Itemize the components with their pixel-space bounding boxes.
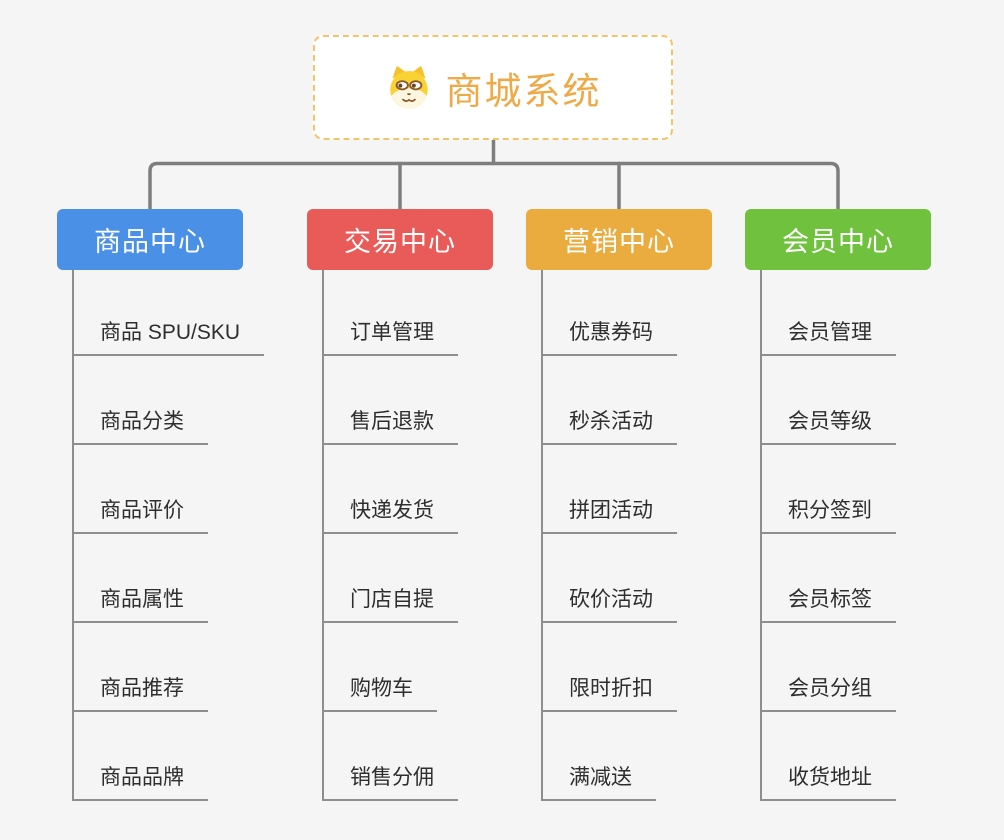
- connector-group: [148, 137, 840, 212]
- children-column-products: 商品 SPU/SKU 商品分类 商品评价 商品属性 商品推荐 商品品牌: [72, 270, 265, 801]
- branch-topic-label: 交易中心: [344, 227, 456, 257]
- children-column-members: 会员管理 会员等级 积分签到 会员标签 会员分组 收货地址: [760, 270, 896, 801]
- branch-topic-marketing[interactable]: 营销中心: [526, 209, 712, 270]
- child-topic[interactable]: 限时折扣: [541, 674, 677, 712]
- child-topic[interactable]: 门店自提: [322, 585, 458, 623]
- child-topic[interactable]: 商品推荐: [72, 674, 208, 712]
- child-topic[interactable]: 优惠券码: [541, 318, 677, 356]
- child-topic[interactable]: 会员标签: [760, 585, 896, 623]
- child-topic[interactable]: 砍价活动: [541, 585, 677, 623]
- child-topic[interactable]: 销售分佣: [322, 763, 458, 801]
- child-topic[interactable]: 拼团活动: [541, 496, 677, 534]
- child-topic[interactable]: 售后退款: [322, 407, 458, 445]
- child-topic[interactable]: 会员等级: [760, 407, 896, 445]
- dog-face-icon: [389, 66, 428, 109]
- child-topic[interactable]: 快递发货: [322, 496, 458, 534]
- child-topic[interactable]: 商品属性: [72, 585, 208, 623]
- branch-topic-label: 商品中心: [94, 227, 206, 257]
- children-column-trade: 订单管理 售后退款 快递发货 门店自提 购物车 销售分佣: [322, 270, 458, 801]
- child-topic[interactable]: 会员分组: [760, 674, 896, 712]
- root-topic-label: 商城系统: [445, 70, 602, 112]
- child-topic[interactable]: 商品分类: [72, 407, 208, 445]
- children-column-marketing: 优惠券码 秒杀活动 拼团活动 砍价活动 限时折扣 满减送: [541, 270, 677, 801]
- child-topic[interactable]: 满减送: [541, 763, 656, 801]
- child-topic[interactable]: 商品品牌: [72, 763, 208, 801]
- child-topic[interactable]: 商品 SPU/SKU: [72, 318, 265, 356]
- child-topic[interactable]: 订单管理: [322, 318, 458, 356]
- branch-topic-label: 会员中心: [782, 227, 894, 257]
- branch-topic-members[interactable]: 会员中心: [745, 209, 931, 270]
- root-topic[interactable]: 商城系统: [313, 35, 673, 140]
- child-topic[interactable]: 商品评价: [72, 496, 208, 534]
- child-topic[interactable]: 购物车: [322, 674, 437, 712]
- branch-topic-label: 营销中心: [563, 227, 675, 257]
- branch-topic-trade[interactable]: 交易中心: [307, 209, 493, 270]
- child-topic[interactable]: 会员管理: [760, 318, 896, 356]
- child-topic[interactable]: 积分签到: [760, 496, 896, 534]
- child-topic[interactable]: 收货地址: [760, 763, 896, 801]
- branch-topic-products[interactable]: 商品中心: [57, 209, 243, 270]
- child-topic[interactable]: 秒杀活动: [541, 407, 677, 445]
